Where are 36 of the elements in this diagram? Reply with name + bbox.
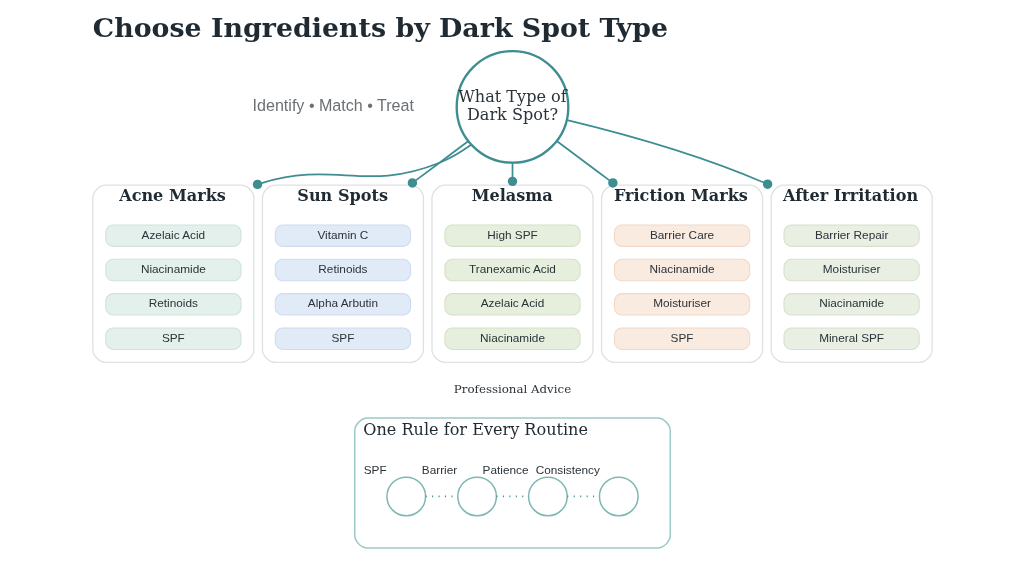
node-box: Alpha Arbutin [274,293,411,316]
node-circle: What Type of Dark Spot? [455,49,569,164]
node-label: Patience [482,462,528,477]
node-box: SPF [613,327,750,350]
node-circle [598,476,639,517]
node-box: Tranexamic Acid [443,258,581,282]
node-label: Consistency [535,462,600,477]
connector [565,119,772,189]
node-box: Vitamin C [274,224,411,247]
connector [252,143,472,190]
node-label: Barrier [421,462,457,477]
node-box: Retinoids [274,258,411,282]
node-box: High SPF [443,224,581,247]
node-box: SPF [104,327,241,350]
label: Identify • Match • Treat [252,95,414,114]
node-circle [385,476,426,517]
node-box: Moisturiser [783,258,920,282]
node-circle [456,476,497,517]
diagram-title: Choose Ingredients by Dark Spot Type [92,12,668,44]
node-box: Niacinamide [613,258,750,282]
node-box: Mineral SPF [783,327,920,350]
node-box: Azelaic Acid [104,224,241,247]
node-box: Retinoids [104,293,241,316]
node-label: SPF [363,462,387,477]
node-box: Niacinamide [443,327,581,350]
node-box: Azelaic Acid [443,293,581,316]
node-box: Barrier Care [613,224,750,247]
node-box: Barrier Repair [783,224,920,247]
node-box: Niacinamide [104,258,241,282]
node-box: Moisturiser [613,293,750,316]
label: Professional Advice [453,382,571,397]
node-circle [527,476,568,517]
node-box: Niacinamide [783,293,920,316]
node-box: SPF [274,327,411,350]
connector [555,140,618,188]
connector [407,140,469,188]
